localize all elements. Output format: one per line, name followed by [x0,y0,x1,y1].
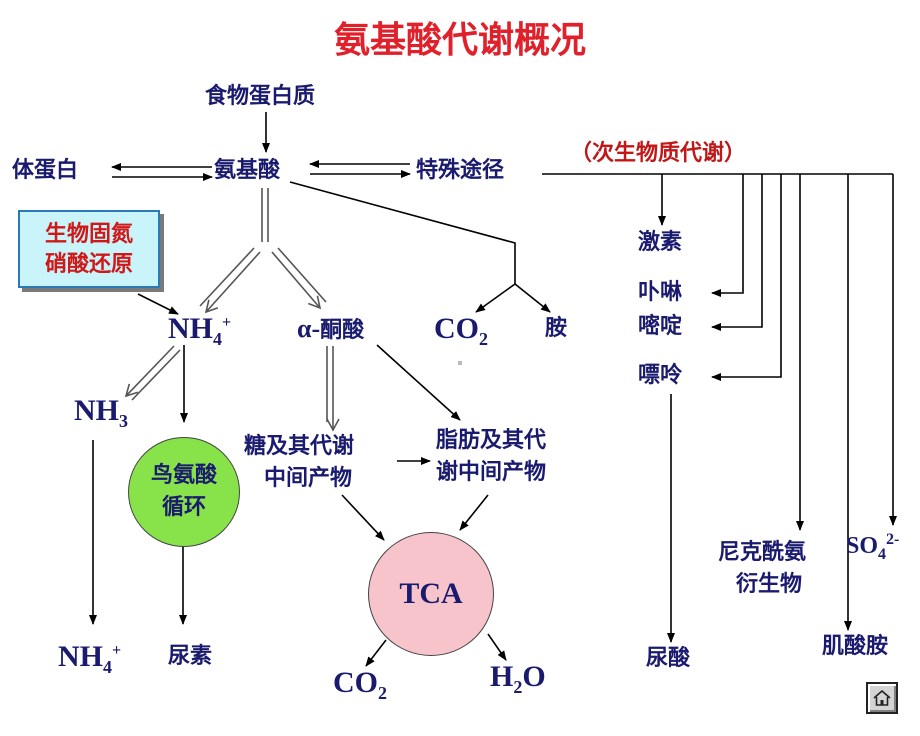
arrow-lipid-to-tca [459,494,489,531]
co2-bottom-label: CO2 [333,666,387,703]
keto-acid-label: α-酮酸 [297,316,364,342]
nitrogen-fixation-line2: 硝酸还原 [44,252,133,277]
food-protein-label: 食物蛋白质 [205,84,316,109]
hormone-label: 激素 [638,230,683,255]
water-label: H2O [490,660,546,697]
urea-cycle-line2: 循环 [161,495,206,520]
uric-acid-label: 尿酸 [646,646,691,671]
sugar-intermediates-label: 糖及其代谢 中间产物 [244,431,354,495]
home-button[interactable] [866,682,898,714]
lipid-intermediates-label: 脂肪及其代 谢中间产物 [436,425,546,489]
nicotinic-line1: 尼克酰氨 [718,540,807,565]
arrow-to-amine [514,283,551,313]
special-pathways-label: 特殊途径 [416,158,505,183]
lipid-line2: 谢中间产物 [436,460,547,485]
urea-label: 尿素 [168,644,213,669]
nitrogen-fixation-line1: 生物固氮 [44,222,133,247]
page-title: 氨基酸代谢概况 [333,19,586,61]
arrow-tca-to-water [487,633,507,661]
home-icon [873,690,891,706]
stray-dot [458,361,462,365]
nitrogen-fixation-box: 生物固氮 硝酸还原 [18,210,160,288]
sulfate-label: SO42- [846,531,900,563]
arrow-to-porphyrin [711,174,744,297]
sugar-line1: 糖及其代谢 [244,434,355,459]
ammonia-label: NH3 [74,394,128,431]
arrow-keto-to-lipid [376,344,461,421]
double-arrow-to-keto-acid [271,251,322,310]
arrow-sugar-to-tca [341,494,385,541]
tca-circle: TCA [368,532,494,656]
ammonium-bottom-label: NH4+ [58,640,122,677]
amino-acids-label: 氨基酸 [214,158,281,183]
sugar-line2: 中间产物 [264,466,353,491]
keto-acid-prefix: α- [297,314,321,343]
arrow-to-purine [711,174,782,381]
urea-cycle-circle: 鸟氨酸 循环 [128,437,240,547]
arrow-tca-to-co2 [365,639,387,667]
arrow-to-pyrimidine [711,174,763,331]
keto-acid-suffix: 酮酸 [320,318,365,343]
lipid-line1: 脂肪及其代 [436,428,547,453]
nicotinic-derivatives-label: 尼克酰氨 衍生物 [718,537,806,601]
creatine-label: 肌酸胺 [822,634,889,659]
amine-label: 胺 [545,316,568,341]
arrow-fixation-to-ammonium [137,293,179,315]
porphyrin-label: 卟啉 [638,280,683,305]
co2-top-label: CO2 [434,312,488,349]
ammonium-label: NH4+ [168,312,232,349]
purine-label: 嘌呤 [638,363,683,388]
secondary-metabolism-label: （次生物质代谢） [570,141,747,166]
body-protein-label: 体蛋白 [12,158,79,183]
line-amino-to-decarboxylation [289,181,516,284]
nicotinic-line2: 衍生物 [736,572,803,597]
pyrimidine-label: 嘧啶 [638,314,683,339]
urea-cycle-line1: 鸟氨酸 [150,463,217,488]
arrow-to-co2 [475,283,516,313]
tca-label: TCA [399,577,463,610]
double-arrow-to-ammonium [204,251,261,314]
double-arrow-ammonium-to-ammonia [124,345,175,398]
